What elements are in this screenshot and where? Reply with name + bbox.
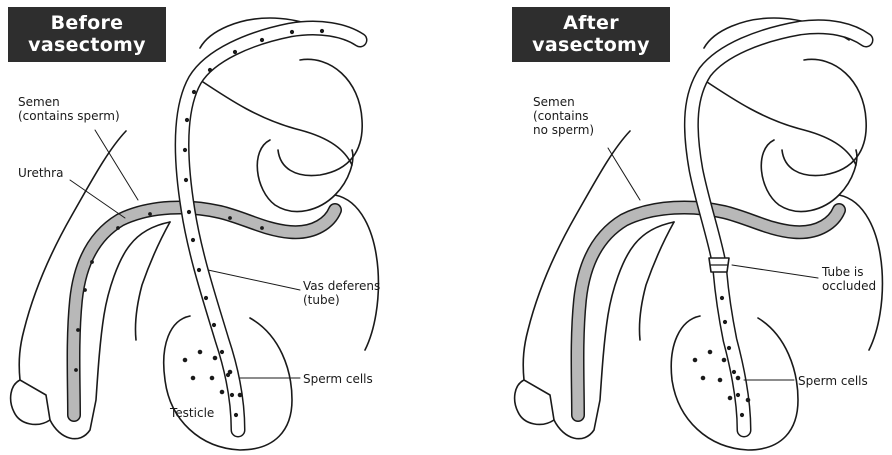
label-vas-deferens-line2: (tube)	[303, 293, 380, 307]
penis-outline-after	[523, 131, 674, 439]
rear-outline	[335, 195, 378, 350]
label-tube-occluded-line2: occluded	[822, 279, 876, 293]
label-semen-after: Semen (contains no sperm)	[533, 95, 594, 137]
title-after-line2: vasectomy	[518, 34, 664, 56]
bladder-outline	[278, 59, 362, 175]
pelvic-bone	[200, 80, 352, 165]
title-before: Before vasectomy	[8, 7, 166, 62]
label-semen-after-line2: (contains	[533, 109, 594, 123]
label-semen-after-line3: no sperm)	[533, 123, 594, 137]
title-after: After vasectomy	[512, 7, 670, 62]
label-tube-occluded-line1: Tube is	[822, 265, 876, 279]
label-semen-after-line1: Semen	[533, 95, 594, 109]
label-sperm-cells-before: Sperm cells	[303, 372, 373, 386]
bladder-outline-after	[782, 59, 866, 175]
label-testicle: Testicle	[170, 406, 214, 420]
label-sperm-cells-after: Sperm cells	[798, 374, 868, 388]
abdomen-outline-after	[639, 222, 674, 340]
leader-tube-after	[732, 265, 818, 278]
leader-semen-after	[608, 148, 640, 200]
label-semen-before-line2: (contains sperm)	[18, 109, 120, 123]
label-semen-before: Semen (contains sperm)	[18, 95, 120, 123]
leader-vas-before	[208, 270, 300, 290]
abdomen-outline	[135, 222, 170, 340]
leader-urethra-before	[70, 180, 125, 218]
title-after-line1: After	[518, 12, 664, 34]
title-before-line2: vasectomy	[14, 34, 160, 56]
label-vas-deferens-line1: Vas deferens	[303, 279, 380, 293]
urethra-channel	[74, 207, 336, 415]
label-vas-deferens: Vas deferens (tube)	[303, 279, 380, 307]
label-urethra: Urethra	[18, 166, 63, 180]
pelvic-bone-after	[704, 80, 856, 165]
title-before-line1: Before	[14, 12, 160, 34]
label-tube-occluded: Tube is occluded	[822, 265, 876, 293]
label-semen-before-line1: Semen	[18, 95, 120, 109]
